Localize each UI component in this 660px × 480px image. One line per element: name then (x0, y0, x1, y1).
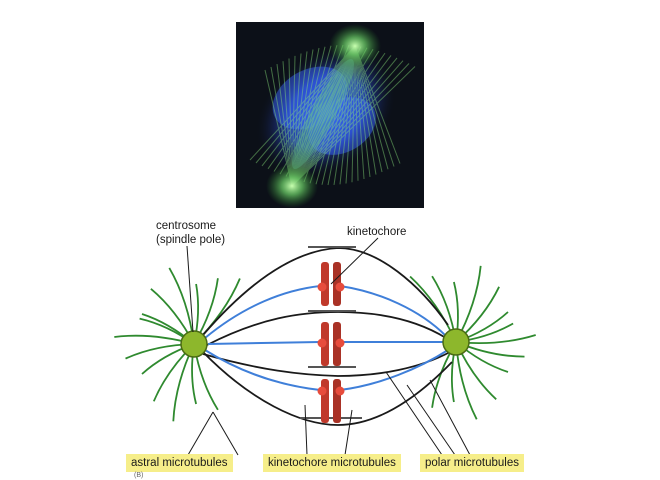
spindle-fiber (291, 53, 302, 187)
astral-microtubules-label: astral microtubules (126, 454, 233, 472)
spindle-fiber (291, 51, 308, 187)
spindle-fiber (291, 66, 416, 187)
spindle-fiber (291, 44, 344, 187)
spindle-fiber (291, 55, 392, 187)
spindle-fiber (291, 44, 350, 187)
spindle-fiber (291, 47, 368, 187)
kinetochore-microtubules-label: kinetochore microtubules (263, 454, 401, 472)
chromosome-middle (317, 322, 345, 366)
spindle-fiber (303, 45, 356, 183)
spindle-fiber (291, 48, 374, 187)
spindle-fiber (291, 52, 386, 187)
centrosome-label-line2: (spindle pole) (156, 234, 226, 246)
polar-microtubules-label: polar microtubules (420, 454, 524, 472)
spindle-fiber (291, 45, 356, 187)
centrosome-left (180, 330, 208, 358)
spindle-fiber (291, 45, 338, 187)
spindle-fiber (279, 45, 356, 175)
spindle-fiber (345, 45, 356, 184)
centrosome-label-line1: centrosome (156, 220, 217, 232)
spindle-fiber (354, 45, 359, 181)
spindle-fiber (321, 45, 356, 185)
spindle-fiber (309, 45, 356, 184)
metaphase-plate-markers (300, 246, 362, 419)
spindle-fiber (249, 45, 356, 161)
spindle-fiber (315, 45, 356, 185)
spindle-fiber (291, 50, 380, 187)
spindle-fiber (285, 45, 356, 177)
spindle-fiber (291, 46, 326, 187)
spindle-fiber (351, 45, 356, 183)
spindle-fiber (291, 63, 410, 187)
spindle-fiber (261, 45, 356, 167)
leader-lines (186, 237, 471, 456)
spindle-fiber (291, 45, 332, 187)
kinetochore-label: kinetochore (347, 226, 407, 238)
spindle-fiber (291, 49, 314, 187)
centrosome-label: centrosome (spindle pole) (156, 219, 225, 247)
spindle-fiber (354, 45, 365, 180)
centrosome-right (442, 328, 470, 356)
spindle-fiber (333, 45, 356, 185)
spindle-fiber (291, 47, 320, 187)
spindle-fiber (291, 45, 356, 179)
spindle-fiber (255, 45, 356, 164)
spindle-fiber (327, 45, 356, 186)
figure-reference: (B) (134, 472, 144, 479)
kinetochore-microtubules (204, 285, 449, 391)
spindle-fiber (291, 57, 398, 187)
spindle-fiber (273, 45, 356, 172)
chromosome-top (317, 262, 345, 306)
spindle-fiber (267, 45, 356, 170)
chromosome-bottom (317, 379, 345, 423)
spindle-fiber (291, 46, 362, 187)
spindle-fiber (291, 60, 404, 187)
spindle-fiber (297, 45, 356, 181)
spindle-fiber (339, 45, 356, 185)
